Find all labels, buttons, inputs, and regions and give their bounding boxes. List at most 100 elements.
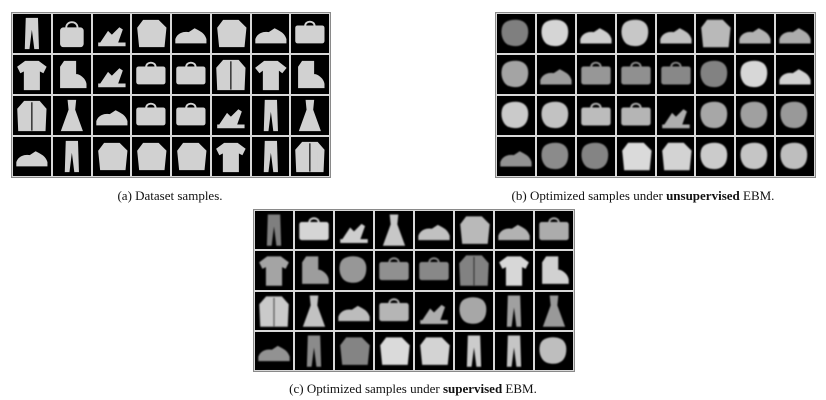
- panel-c-sample-tile: [255, 251, 293, 290]
- panel-c-sample-tile: [495, 251, 533, 290]
- bag-icon: [379, 257, 409, 281]
- blob-icon: [780, 142, 808, 170]
- bag-icon: [581, 61, 611, 85]
- panel-a-sample-tile: [291, 96, 329, 135]
- blob-icon: [541, 19, 569, 47]
- ankle-boot-icon: [59, 60, 87, 89]
- panel-a-sample-tile: [172, 55, 210, 94]
- panel-a-sample-tile: [92, 55, 131, 94]
- panel-b-sample-tile: [536, 55, 575, 94]
- sneaker-icon: [498, 224, 530, 241]
- pullover-icon: [460, 216, 490, 244]
- sneaker-icon: [258, 345, 290, 361]
- ankle-boot-icon: [542, 256, 569, 285]
- panel-b-sample-tile: [656, 14, 695, 53]
- sandal-icon: [216, 109, 245, 129]
- panel-c-sample-tile: [255, 291, 293, 330]
- blob-icon: [740, 142, 768, 170]
- blob-icon: [740, 60, 768, 88]
- blob-icon: [501, 101, 529, 129]
- coat-icon: [459, 255, 489, 287]
- sandal-icon: [420, 304, 448, 324]
- blob-icon: [581, 142, 608, 170]
- panel-c-sample-tile: [495, 211, 533, 250]
- panel-a-sample-tile: [92, 137, 131, 176]
- panel-a-sample-tile: [92, 96, 131, 135]
- blob-icon: [700, 142, 728, 170]
- panel-a-sample-tile: [132, 14, 170, 53]
- trousers-icon: [263, 99, 278, 132]
- panel-c-sample-tile: [375, 331, 413, 370]
- panel-b-sample-tile: [776, 55, 814, 94]
- sneaker-icon: [739, 28, 771, 44]
- pullover-icon: [216, 19, 247, 48]
- blob-icon: [541, 142, 569, 170]
- panel-b-sample-tile: [536, 14, 575, 53]
- tshirt-icon: [254, 60, 287, 91]
- trousers-icon: [506, 335, 522, 367]
- sneaker-icon: [254, 28, 286, 44]
- panel-b-sample-tile: [696, 14, 735, 53]
- panel-c-image-grid: [253, 209, 575, 372]
- panel-a-sample-tile: [251, 14, 290, 53]
- panel-a-caption-text: (a) Dataset samples.: [117, 188, 223, 203]
- panel-a-sample-tile: [211, 137, 250, 176]
- bag-icon: [620, 61, 651, 85]
- blob-icon: [700, 101, 728, 129]
- panel-c-sample-tile: [295, 291, 333, 330]
- pullover-icon: [380, 337, 410, 365]
- panel-b-sample-tile: [616, 137, 655, 176]
- blob-icon: [501, 60, 529, 88]
- sneaker-icon: [779, 28, 811, 44]
- panel-a-sample-tile: [172, 96, 210, 135]
- blob-icon: [501, 19, 529, 47]
- panel-b-sample-tile: [576, 137, 615, 176]
- bag-icon: [419, 257, 449, 281]
- panel-a-sample-tile: [291, 137, 329, 176]
- panel-c-sample-tile: [495, 331, 533, 370]
- panel-a-sample-tile: [13, 137, 51, 176]
- panel-a-sample-tile: [13, 55, 51, 94]
- pullover-icon: [137, 142, 167, 171]
- bag-icon: [620, 102, 651, 126]
- panel-b-caption-suffix: EBM.: [739, 188, 775, 203]
- blob-icon: [539, 337, 567, 364]
- blob-icon: [339, 256, 367, 283]
- panel-c-sample-tile: [375, 291, 413, 330]
- panel-b-sample-tile: [776, 96, 814, 135]
- panel-c-sample-tile: [535, 331, 573, 370]
- panel-a-sample-tile: [251, 137, 290, 176]
- panel-a-sample-tile: [52, 137, 91, 176]
- pullover-icon: [621, 142, 652, 171]
- panel-c-sample-tile: [335, 291, 373, 330]
- shirt-icon: [499, 256, 529, 287]
- panel-c-sample-tile: [375, 211, 413, 250]
- dress-icon: [382, 214, 406, 246]
- panel-b-sample-tile: [497, 55, 535, 94]
- dress-icon: [299, 99, 322, 132]
- panel-b-sample-tile: [696, 96, 735, 135]
- panel-a-sample-tile: [132, 55, 170, 94]
- sandal-icon: [97, 68, 126, 88]
- panel-b-sample-tile: [656, 55, 695, 94]
- trousers-icon: [466, 335, 482, 367]
- panel-c-sample-tile: [295, 251, 333, 290]
- blob-icon: [700, 60, 728, 88]
- trousers-icon: [506, 294, 522, 327]
- sneaker-icon: [175, 28, 207, 44]
- panel-b-sample-tile: [656, 96, 695, 135]
- blob-icon: [780, 101, 808, 129]
- trousers-icon: [306, 335, 322, 367]
- panel-b-sample-tile: [656, 137, 695, 176]
- panel-a-sample-tile: [211, 55, 250, 94]
- sneaker-icon: [659, 28, 692, 44]
- panel-b-sample-tile: [776, 137, 814, 176]
- sandal-icon: [340, 223, 368, 243]
- pullover-icon: [701, 19, 731, 48]
- panel-c-sample-tile: [455, 211, 493, 250]
- dress-icon: [302, 294, 326, 327]
- bag-icon: [581, 102, 611, 126]
- panel-b-sample-tile: [576, 55, 615, 94]
- pullover-icon: [177, 142, 207, 171]
- panel-a-sample-tile: [92, 14, 131, 53]
